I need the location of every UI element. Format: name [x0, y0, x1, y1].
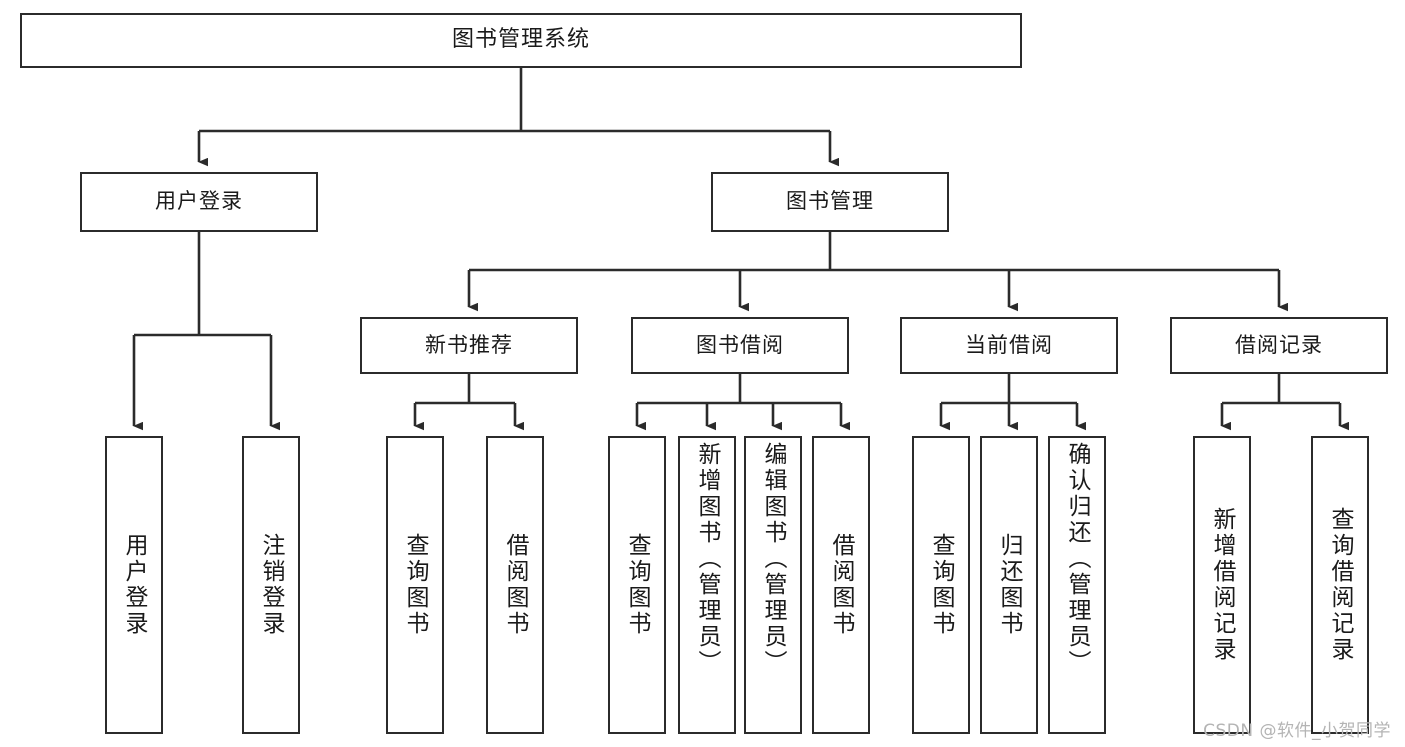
node-label: 用户登录: [155, 189, 243, 214]
node-label: 编辑图书（管理员）: [760, 442, 787, 676]
node-label: 用户登录: [121, 533, 148, 637]
leaf-borrow-book-recommend[interactable]: 借阅图书: [486, 436, 544, 734]
node-root-book-management-system[interactable]: 图书管理系统: [20, 13, 1022, 68]
leaf-query-book-borrowing[interactable]: 查询图书: [608, 436, 666, 734]
node-label: 查询图书: [928, 533, 955, 637]
leaf-query-book-recommend[interactable]: 查询图书: [386, 436, 444, 734]
leaf-query-borrow-record[interactable]: 查询借阅记录: [1311, 436, 1369, 734]
leaf-add-book-admin[interactable]: 新增图书（管理员）: [678, 436, 736, 734]
node-label: 借阅图书: [828, 533, 855, 637]
leaf-edit-book-admin[interactable]: 编辑图书（管理员）: [744, 436, 802, 734]
leaf-query-book-current[interactable]: 查询图书: [912, 436, 970, 734]
node-label: 新书推荐: [425, 332, 513, 357]
node-label: 借阅图书: [502, 533, 529, 637]
node-current-borrowing[interactable]: 当前借阅: [900, 317, 1118, 374]
leaf-borrow-book-borrowing[interactable]: 借阅图书: [812, 436, 870, 734]
node-label: 当前借阅: [965, 332, 1053, 357]
node-label: 图书借阅: [696, 332, 784, 357]
leaf-user-logout[interactable]: 注销登录: [242, 436, 300, 734]
node-new-book-recommendation[interactable]: 新书推荐: [360, 317, 578, 374]
leaf-confirm-return-admin[interactable]: 确认归还（管理员）: [1048, 436, 1106, 734]
node-user-login[interactable]: 用户登录: [80, 172, 318, 232]
node-label: 查询图书: [402, 533, 429, 637]
leaf-user-login[interactable]: 用户登录: [105, 436, 163, 734]
node-label: 归还图书: [996, 533, 1023, 637]
node-label: 查询图书: [624, 533, 651, 637]
node-label: 借阅记录: [1235, 332, 1323, 357]
node-book-borrowing[interactable]: 图书借阅: [631, 317, 849, 374]
leaf-return-book[interactable]: 归还图书: [980, 436, 1038, 734]
node-book-management[interactable]: 图书管理: [711, 172, 949, 232]
leaf-add-borrow-record[interactable]: 新增借阅记录: [1193, 436, 1251, 734]
node-label: 确认归还（管理员）: [1064, 442, 1091, 676]
node-label: 图书管理系统: [451, 27, 590, 53]
node-label: 新增借阅记录: [1209, 507, 1236, 663]
node-label: 新增图书（管理员）: [694, 442, 721, 676]
node-label: 注销登录: [258, 533, 285, 637]
node-label: 查询借阅记录: [1327, 507, 1354, 663]
node-label: 图书管理: [786, 189, 874, 214]
watermark-csdn: CSDN @软件_小贺同学: [1203, 721, 1391, 741]
node-borrow-record[interactable]: 借阅记录: [1170, 317, 1388, 374]
